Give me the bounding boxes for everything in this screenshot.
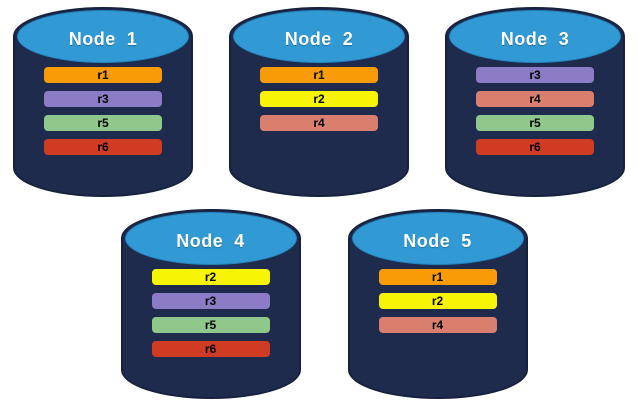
replica-bar-label: r2 bbox=[431, 294, 444, 308]
replica-bar-label: r3 bbox=[97, 92, 109, 106]
replica-bar-r4: r4 bbox=[378, 317, 497, 333]
replica-bar-list: r1 r2 r4 bbox=[260, 67, 378, 131]
replica-bar-label: r1 bbox=[313, 68, 325, 82]
node-cylinder-1: Node 1 r1 r3 r5 r6 bbox=[13, 7, 193, 197]
replica-bar-label: r4 bbox=[313, 116, 325, 130]
replica-bar-list: r3 r4 r5 r6 bbox=[476, 67, 594, 155]
node-cylinder-5: Node 5 r1 r2 r4 bbox=[347, 209, 528, 399]
node-label: Node 1 bbox=[68, 29, 138, 49]
node-label: Node 2 bbox=[284, 29, 354, 49]
replica-bar-r4: r4 bbox=[260, 115, 378, 131]
replica-bar-list: r1 r2 r4 bbox=[378, 269, 497, 333]
replica-bar-r5: r5 bbox=[476, 115, 594, 131]
replica-bar-r1: r1 bbox=[260, 67, 378, 83]
replica-bar-label: r3 bbox=[529, 68, 541, 82]
cylinder-top-ellipse: Node 3 bbox=[449, 10, 621, 63]
replica-bar-label: r6 bbox=[204, 342, 217, 356]
replica-bar-r6: r6 bbox=[44, 139, 162, 155]
replica-bar-r4: r4 bbox=[476, 91, 594, 107]
node-row-top: Node 1 r1 r3 r5 r6 Node 2 r1 r2 r4 Node 3 r3 r4 r5 r6 bbox=[0, 0, 638, 197]
node-cylinder-2: Node 2 r1 r2 r4 bbox=[229, 7, 409, 197]
replica-bar-label: r6 bbox=[97, 140, 109, 154]
replica-bar-label: r4 bbox=[529, 92, 541, 106]
replica-bar-label: r6 bbox=[529, 140, 541, 154]
replica-bar-label: r1 bbox=[431, 270, 444, 284]
replica-bar-list: r1 r3 r5 r6 bbox=[44, 67, 162, 155]
replica-bar-r5: r5 bbox=[151, 317, 270, 333]
replica-bar-r1: r1 bbox=[44, 67, 162, 83]
replica-bar-r2: r2 bbox=[378, 293, 497, 309]
cylinder-top-ellipse: Node 4 bbox=[124, 212, 297, 265]
replica-bar-label: r5 bbox=[204, 318, 217, 332]
node-label: Node 4 bbox=[176, 231, 245, 251]
replica-bar-r3: r3 bbox=[476, 67, 594, 83]
node-row-bottom: Node 4 r2 r3 r5 r6 Node 5 r1 r2 r4 bbox=[5, 209, 638, 399]
replica-bar-r2: r2 bbox=[260, 91, 378, 107]
replica-bar-label: r5 bbox=[97, 116, 109, 130]
replica-bar-r3: r3 bbox=[151, 293, 270, 309]
node-cylinder-3: Node 3 r3 r4 r5 r6 bbox=[445, 7, 625, 197]
node-cylinder-4: Node 4 r2 r3 r5 r6 bbox=[120, 209, 301, 399]
replica-bar-label: r1 bbox=[97, 68, 109, 82]
replica-bar-label: r5 bbox=[529, 116, 541, 130]
replica-bar-r6: r6 bbox=[476, 139, 594, 155]
replica-bar-r2: r2 bbox=[151, 269, 270, 285]
replica-bar-label: r3 bbox=[204, 294, 217, 308]
replica-bar-list: r2 r3 r5 r6 bbox=[151, 269, 270, 357]
replica-bar-r6: r6 bbox=[151, 341, 270, 357]
replica-bar-r1: r1 bbox=[378, 269, 497, 285]
replica-bar-label: r2 bbox=[313, 92, 325, 106]
node-label: Node 3 bbox=[500, 29, 570, 49]
cylinder-top-ellipse: Node 2 bbox=[233, 10, 405, 63]
cylinder-top-ellipse: Node 1 bbox=[17, 10, 189, 63]
replica-bar-r5: r5 bbox=[44, 115, 162, 131]
replica-bar-r3: r3 bbox=[44, 91, 162, 107]
cylinder-top-ellipse: Node 5 bbox=[351, 212, 524, 265]
node-label: Node 5 bbox=[403, 231, 472, 251]
replica-bar-label: r4 bbox=[431, 318, 444, 332]
replica-bar-label: r2 bbox=[204, 270, 217, 284]
